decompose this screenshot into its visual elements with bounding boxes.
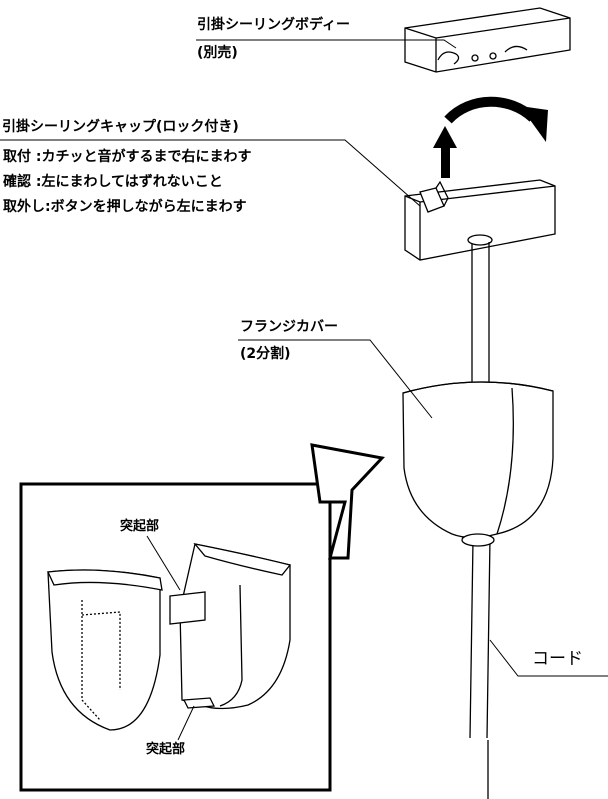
flange-cover-note: (2分割)	[240, 346, 291, 362]
ceiling-body-drawing	[404, 7, 571, 73]
callout-arrow	[310, 443, 385, 560]
cord-leader-line	[489, 639, 608, 677]
leader-lines	[0, 39, 457, 419]
cord-label: コード	[532, 649, 583, 669]
up-arrow	[433, 126, 457, 178]
flange-cover-title: フランジカバー	[240, 319, 338, 335]
flange-cover-drawing	[402, 381, 554, 547]
ceiling-cap-drawing	[404, 179, 556, 261]
protrusion-label-top: 突起部	[120, 519, 160, 534]
confirm-instruction: 確認 :左にまわしてはずれないこと	[3, 174, 223, 190]
remove-instruction: 取外し:ボタンを押しながら左にまわす	[3, 199, 247, 215]
protrusion-label-bottom: 突起部	[146, 742, 186, 757]
ceiling-body-note: (別売)	[197, 45, 238, 61]
ceiling-body-title: 引掛シーリングボディー	[197, 17, 351, 33]
ceiling-cap-title: 引掛シーリングキャップ(ロック付き)	[2, 119, 239, 135]
split-flange-drawing	[47, 543, 292, 731]
install-instruction: 取付 :カチッと音がするまで右にまわす	[3, 149, 252, 165]
inset-frame	[19, 482, 332, 792]
rotate-arrow	[444, 96, 537, 124]
cord-drawing	[469, 242, 491, 799]
